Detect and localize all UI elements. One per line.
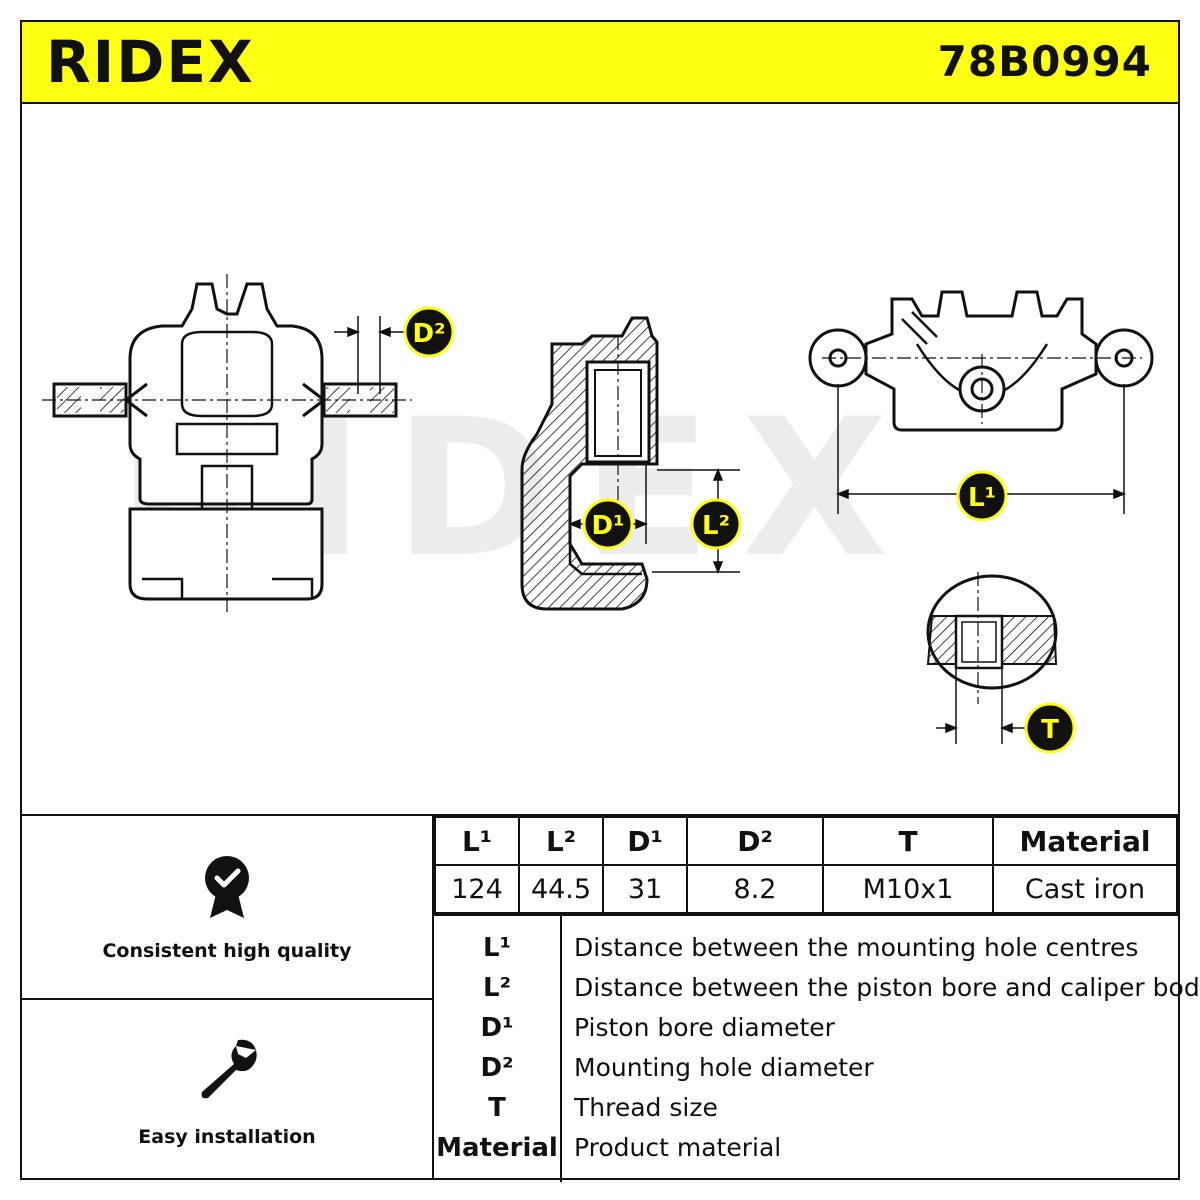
d1-badge: D¹: [582, 498, 634, 550]
technical-drawing: RIDEX: [22, 104, 1178, 814]
legend-symbol-column: [434, 916, 562, 1182]
thread-detail-view: [926, 572, 1058, 704]
t-label: T: [1041, 715, 1059, 745]
legend-row: T Thread size: [434, 1088, 1178, 1128]
spec-value-t: M10x1: [822, 864, 994, 914]
feature-quality: Consistent high quality: [22, 816, 432, 1000]
legend-row: L¹ Distance between the mounting hole ce…: [434, 928, 1178, 968]
feature-installation: Easy installation: [22, 1000, 432, 1180]
legend-symbol: Material: [436, 1133, 558, 1163]
ridex-logo: RIDEX: [46, 32, 255, 92]
spec-header-l1: L¹: [434, 816, 520, 866]
spec-value-l2: 44.5: [518, 864, 604, 914]
part-number: 78B0994: [937, 37, 1152, 86]
legend-symbol: T: [488, 1093, 506, 1123]
legend-description: Distance between the mounting hole centr…: [574, 933, 1139, 962]
spec-value-row: 124 44.5 31 8.2 M10x1 Cast iron: [434, 864, 1178, 914]
legend-description: Product material: [574, 1133, 782, 1162]
spec-header-row: L¹ L² D¹ D² T Material: [434, 816, 1178, 866]
legend-symbol: L²: [483, 973, 511, 1003]
legend-row: D² Mounting hole diameter: [434, 1048, 1178, 1088]
legend-symbol: D²: [480, 1053, 514, 1083]
t-dimension: [936, 664, 1026, 744]
spec-header-d2: D²: [686, 816, 824, 866]
legend-row: D¹ Piston bore diameter: [434, 1008, 1178, 1048]
wrench-icon: [201, 1039, 257, 1099]
spec-value-material: Cast iron: [992, 864, 1178, 914]
quality-badge-icon: [205, 856, 249, 918]
feature-label: Consistent high quality: [102, 940, 352, 962]
spec-header-d1: D¹: [602, 816, 688, 866]
spec-header-t: T: [822, 816, 994, 866]
spec-section: Consistent high quality Easy installatio…: [22, 814, 1200, 1182]
l1-badge: L¹: [956, 470, 1008, 522]
d1-label: D¹: [592, 511, 625, 541]
legend-row: L² Distance between the piston bore and …: [434, 968, 1200, 1008]
legend-description: Piston bore diameter: [574, 1013, 835, 1042]
d2-label: D²: [413, 319, 446, 349]
brand-logo-text: RIDEX: [46, 32, 255, 92]
spec-table: L¹ L² D¹ D² T Material 124 44.5 31 8.2 M…: [434, 816, 1178, 914]
caliper-rear-view: [808, 290, 1154, 432]
caliper-drawing: RIDEX: [42, 274, 1154, 754]
feature-label: Easy installation: [138, 1126, 316, 1148]
l2-label: L²: [702, 511, 730, 541]
legend-symbol: L¹: [483, 933, 511, 963]
spec-header-l2: L²: [518, 816, 604, 866]
spec-header-material: Material: [992, 816, 1178, 866]
t-badge: T: [1024, 702, 1076, 754]
legend: L¹ Distance between the mounting hole ce…: [434, 914, 1200, 1182]
d2-badge: D²: [403, 306, 455, 358]
legend-description: Distance between the piston bore and cal…: [574, 973, 1200, 1002]
spec-value-l1: 124: [434, 864, 520, 914]
legend-description: Mounting hole diameter: [574, 1053, 874, 1082]
header-bar: RIDEX 78B0994: [22, 22, 1178, 104]
spec-value-d2: 8.2: [686, 864, 824, 914]
product-sheet: RIDEX 78B0994 RIDEX: [20, 20, 1200, 1182]
l1-label: L¹: [968, 483, 996, 513]
legend-symbol: D¹: [480, 1013, 514, 1043]
d2-dimension: [334, 316, 404, 394]
legend-row: Material Product material: [434, 1128, 1178, 1168]
l2-badge: L²: [690, 498, 742, 550]
caliper-section-view: [520, 316, 659, 611]
caliper-front-view: [42, 274, 412, 612]
spec-value-d1: 31: [602, 864, 688, 914]
features-panel: Consistent high quality Easy installatio…: [22, 816, 434, 1180]
legend-description: Thread size: [574, 1093, 718, 1122]
